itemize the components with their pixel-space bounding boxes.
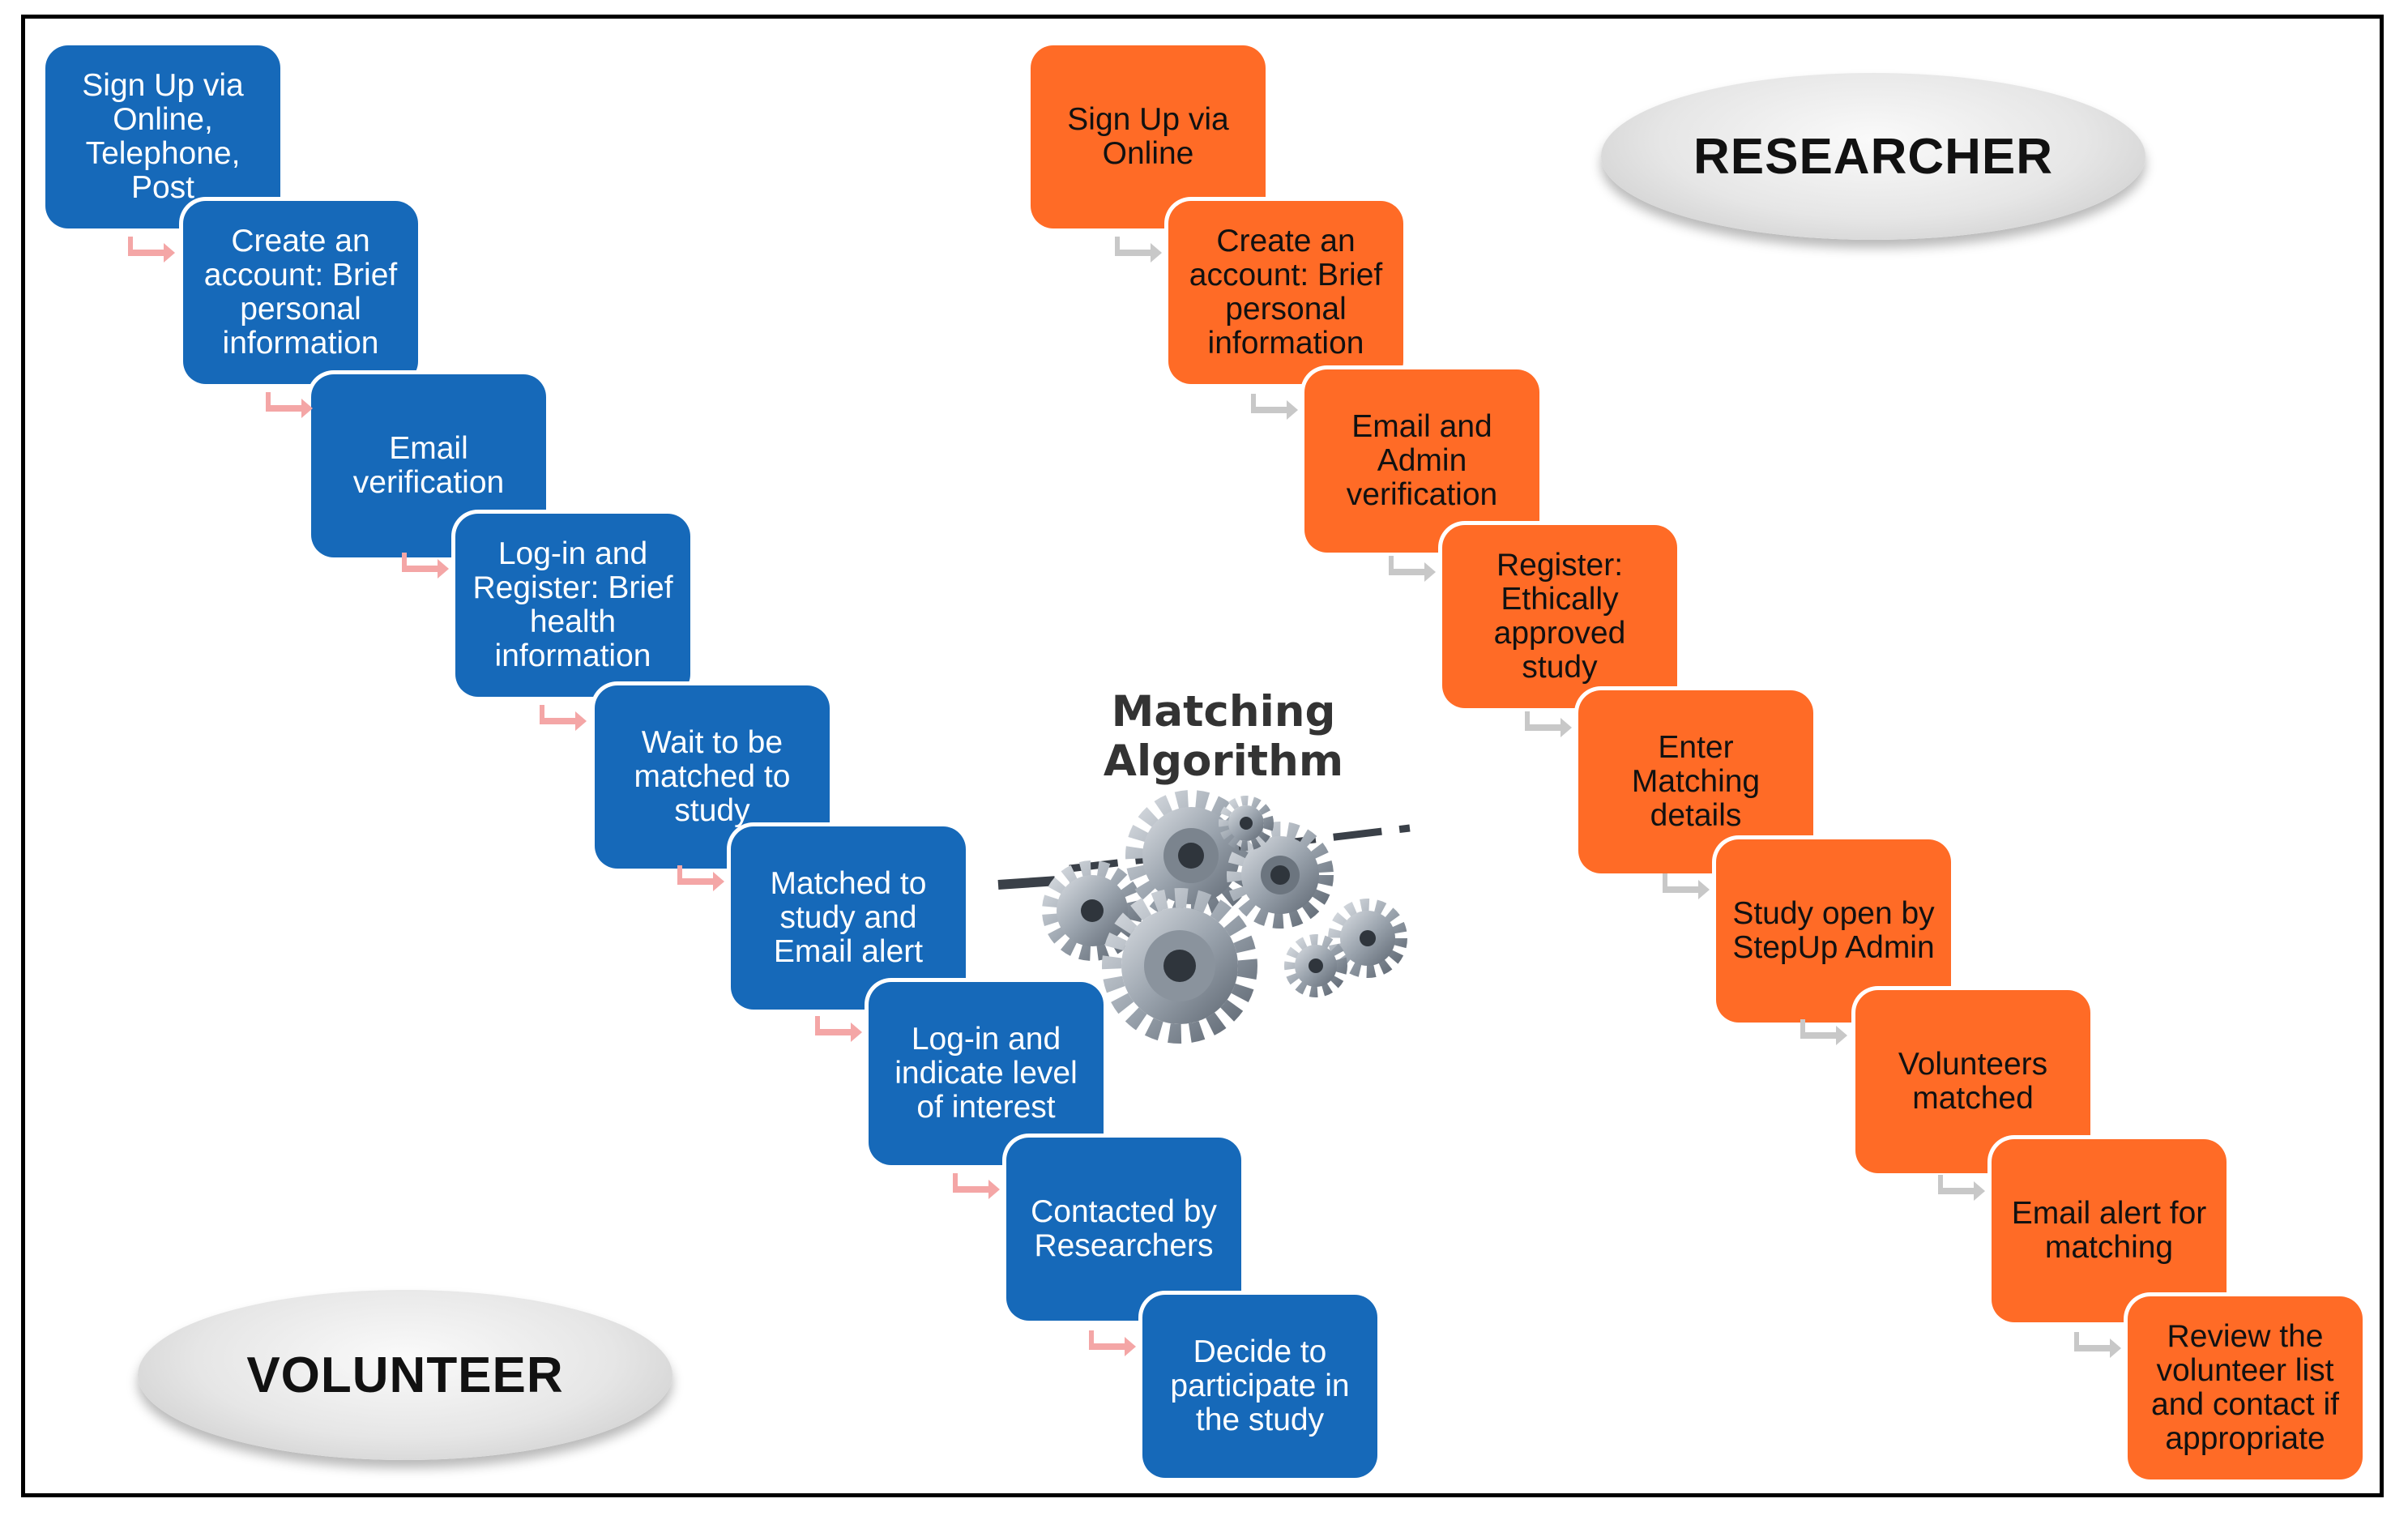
volunteer-step-9-label: Decide to participate in the study — [1170, 1334, 1350, 1437]
volunteer-step-1: Sign Up via Online, Telephone, Post — [45, 45, 280, 228]
volunteer-step-3: Email verification — [311, 374, 546, 557]
matching-algorithm-title: Matching Algorithm — [1103, 687, 1344, 786]
volunteer-arrow-icon — [266, 391, 313, 418]
volunteer-arrow-icon — [677, 864, 724, 891]
researcher-arrow-icon — [1800, 1018, 1847, 1045]
researcher-step-1: Sign Up via Online — [1031, 45, 1266, 228]
volunteer-step-5-label: Wait to be matched to study — [634, 725, 791, 828]
researcher-step-8-label: Email alert for matching — [2011, 1196, 2207, 1265]
volunteer-role-label: VOLUNTEER — [138, 1290, 672, 1460]
researcher-step-1-label: Sign Up via Online — [1067, 102, 1229, 171]
volunteer-arrow-icon — [815, 1014, 862, 1042]
volunteer-arrow-icon — [1089, 1329, 1136, 1356]
researcher-arrow-icon — [1938, 1173, 1985, 1201]
volunteer-step-7-label: Log-in and indicate level of interest — [894, 1022, 1078, 1125]
volunteer-step-1-label: Sign Up via Online, Telephone, Post — [82, 68, 244, 205]
researcher-step-4-label: Register: Ethically approved study — [1493, 548, 1626, 685]
researcher-step-2-label: Create an account: Brief personal inform… — [1189, 224, 1383, 361]
volunteer-step-8-label: Contacted by Researchers — [1031, 1194, 1217, 1263]
researcher-step-9-label: Review the volunteer list and contact if… — [2151, 1319, 2339, 1456]
volunteer-arrow-icon — [402, 551, 449, 579]
researcher-step-4: Register: Ethically approved study — [1442, 525, 1677, 708]
researcher-arrow-icon — [1251, 392, 1298, 420]
researcher-role-text: RESEARCHER — [1693, 128, 2054, 185]
volunteer-step-2-label: Create an account: Brief personal inform… — [203, 224, 398, 361]
researcher-arrow-icon — [1663, 872, 1710, 899]
volunteer-arrow-icon — [128, 235, 175, 263]
volunteer-step-4: Log-in and Register: Brief health inform… — [455, 514, 690, 697]
researcher-step-6-label: Study open by StepUp Admin — [1732, 896, 1935, 965]
researcher-step-5-label: Enter Matching details — [1631, 730, 1761, 833]
volunteer-arrow-icon — [953, 1172, 1000, 1199]
researcher-step-7-label: Volunteers matched — [1898, 1047, 2048, 1116]
volunteer-step-2: Create an account: Brief personal inform… — [183, 201, 418, 384]
volunteer-step-3-label: Email verification — [352, 431, 505, 500]
researcher-arrow-icon — [2074, 1330, 2121, 1358]
volunteer-step-6: Matched to study and Email alert — [731, 826, 966, 1010]
researcher-arrow-icon — [1389, 554, 1436, 582]
researcher-step-2: Create an account: Brief personal inform… — [1168, 201, 1403, 384]
researcher-role-label: RESEARCHER — [1601, 73, 2145, 240]
gears-icon — [997, 790, 1411, 1044]
volunteer-role-text: VOLUNTEER — [246, 1347, 564, 1403]
researcher-step-8: Email alert for matching — [1992, 1139, 2227, 1322]
researcher-arrow-icon — [1115, 235, 1162, 263]
volunteer-step-7: Log-in and indicate level of interest — [869, 982, 1104, 1165]
researcher-arrow-icon — [1525, 710, 1572, 737]
volunteer-step-6-label: Matched to study and Email alert — [770, 866, 927, 969]
volunteer-step-8: Contacted by Researchers — [1006, 1138, 1241, 1321]
researcher-step-9: Review the volunteer list and contact if… — [2128, 1296, 2363, 1479]
volunteer-arrow-icon — [540, 703, 587, 731]
volunteer-step-9: Decide to participate in the study — [1142, 1295, 1377, 1478]
volunteer-step-4-label: Log-in and Register: Brief health inform… — [472, 536, 673, 673]
researcher-step-3: Email and Admin verification — [1304, 369, 1539, 553]
researcher-step-3-label: Email and Admin verification — [1346, 409, 1498, 512]
